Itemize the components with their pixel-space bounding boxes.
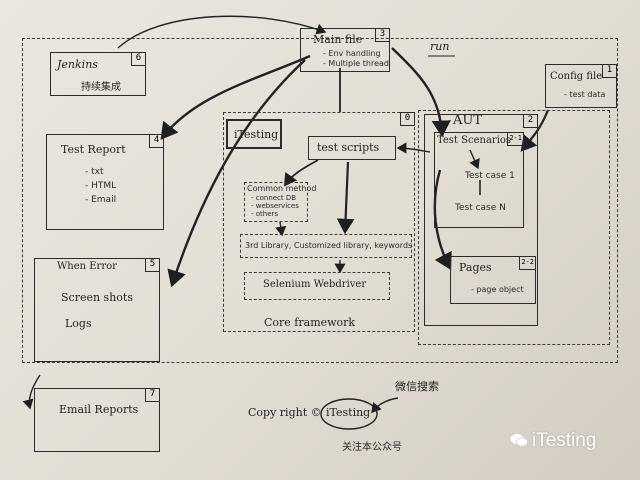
test-report-title: Test Report	[61, 143, 126, 156]
main-file-box: Main file 3 - Env handling - Multiple th…	[300, 28, 390, 72]
jenkins-box: Jenkins 6 持续集成	[50, 52, 146, 96]
test-case-1: Test case 1	[465, 171, 515, 181]
main-file-title: Main file	[313, 33, 363, 46]
arrow-search-to-badge	[371, 397, 399, 414]
test-scenarios-number: 2-1	[507, 132, 524, 146]
pages-number: 2-2	[519, 256, 536, 270]
test-scenarios-box: Test Scenarios 2-1 Test case 1 Test case…	[434, 132, 524, 228]
core-framework-label: Core framework	[264, 316, 356, 329]
selenium-box: Selenium Webdriver	[244, 272, 390, 300]
when-error-box: When Error 5 Screen shots Logs	[34, 258, 160, 362]
config-file-number: 1	[602, 64, 617, 78]
footer-badge: iTesting	[326, 406, 371, 419]
common-method-item-3: - others	[251, 210, 279, 218]
itesting-badge: iTesting	[226, 119, 282, 149]
config-file-item: - test data	[564, 90, 606, 99]
arrow-main-to-error	[167, 59, 306, 288]
arrow-scripts-to-library	[336, 161, 355, 235]
library-box: 3rd Library, Customized library, keyword…	[240, 234, 412, 258]
main-file-item-2: - Multiple thread	[323, 59, 389, 68]
test-report-item-1: - txt	[85, 167, 104, 177]
arrow-jenkins-to-main	[117, 15, 327, 49]
email-reports-box: Email Reports 7	[34, 388, 160, 452]
jenkins-title: Jenkins	[57, 58, 98, 71]
watermark-label: iTesting	[532, 430, 597, 451]
search-label: 微信搜索	[395, 380, 439, 393]
badge-circle	[320, 398, 378, 430]
arrow-error-to-email	[22, 374, 41, 410]
test-scripts-box: test scripts	[308, 136, 396, 160]
aut-number: 2	[523, 114, 538, 128]
test-scripts-label: test scripts	[317, 141, 380, 154]
arrow-scenarios-to-pages	[433, 169, 452, 271]
common-method-box: Common method - connect DB - webservices…	[244, 182, 316, 222]
test-report-item-2: - HTML	[85, 181, 117, 191]
main-file-item-1: - Env handling	[323, 49, 381, 58]
arrow-main-to-aut	[391, 47, 451, 138]
jenkins-number: 6	[131, 52, 146, 66]
aut-boundary	[418, 110, 610, 345]
when-error-item-2: Logs	[65, 317, 92, 330]
email-reports-title: Email Reports	[59, 403, 139, 416]
core-number: 0	[400, 112, 415, 126]
test-scenarios-title: Test Scenarios	[437, 135, 512, 146]
when-error-title: When Error	[57, 261, 117, 272]
common-method-item-1: - connect DB	[251, 194, 297, 202]
test-report-number: 4	[149, 134, 164, 148]
arrow-scenarios-to-case1	[469, 149, 480, 170]
wechat-icon	[510, 434, 528, 447]
outer-boundary	[22, 38, 618, 363]
run-label: run	[430, 40, 450, 53]
page-object-item: - page object	[471, 285, 524, 294]
common-method-title: Common method	[247, 184, 317, 193]
arrow-common-to-library	[275, 221, 287, 237]
test-report-box: Test Report 4 - txt - HTML - Email	[46, 134, 164, 230]
pages-box: Pages 2-2 - page object	[450, 256, 536, 304]
library-label: 3rd Library, Customized library, keyword…	[245, 241, 413, 250]
follow-label: 关注本公众号	[342, 442, 402, 453]
copyright-label: Copy right ©	[248, 406, 322, 419]
arrow-config-to-aut	[520, 109, 550, 152]
core-framework-box: 0	[223, 112, 415, 332]
aut-title: AUT	[453, 113, 483, 128]
test-report-item-3: - Email	[85, 195, 117, 205]
aut-box: AUT 2	[424, 113, 538, 326]
when-error-item-1: Screen shots	[61, 291, 133, 304]
config-file-title: Config file	[550, 71, 603, 82]
selenium-label: Selenium Webdriver	[263, 279, 367, 290]
common-method-item-2: - webservices	[251, 202, 299, 210]
arrow-main-to-report	[160, 54, 311, 140]
main-file-number: 3	[375, 28, 390, 42]
pages-title: Pages	[459, 261, 492, 274]
config-file-box: Config file 1 - test data	[545, 64, 617, 108]
test-case-n: Test case N	[455, 203, 506, 213]
email-reports-number: 7	[145, 388, 160, 402]
when-error-number: 5	[145, 258, 160, 272]
itesting-badge-label: iTesting	[234, 128, 279, 141]
jenkins-subtitle: 持续集成	[81, 82, 121, 93]
